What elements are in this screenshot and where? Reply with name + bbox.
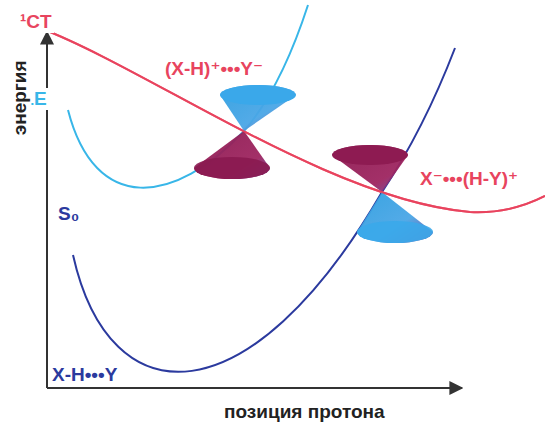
state-label: ¹CT: [18, 11, 54, 33]
s0-curve: [73, 48, 455, 372]
axis-title: энергия: [9, 59, 31, 138]
axis-title: позиция протона: [222, 401, 387, 423]
structure-label: X-H•••Y: [50, 364, 119, 386]
conical-intersection: [332, 145, 433, 243]
le-curve: [68, 5, 308, 188]
structure-label: (X-H)⁺•••Y⁻: [163, 58, 265, 80]
state-label: S₀: [56, 203, 81, 225]
ct-curve: [40, 28, 545, 212]
structure-label: X⁻•••(H-Y)⁺: [418, 168, 520, 190]
x-axis: [47, 387, 462, 389]
y-axis: [46, 32, 48, 388]
